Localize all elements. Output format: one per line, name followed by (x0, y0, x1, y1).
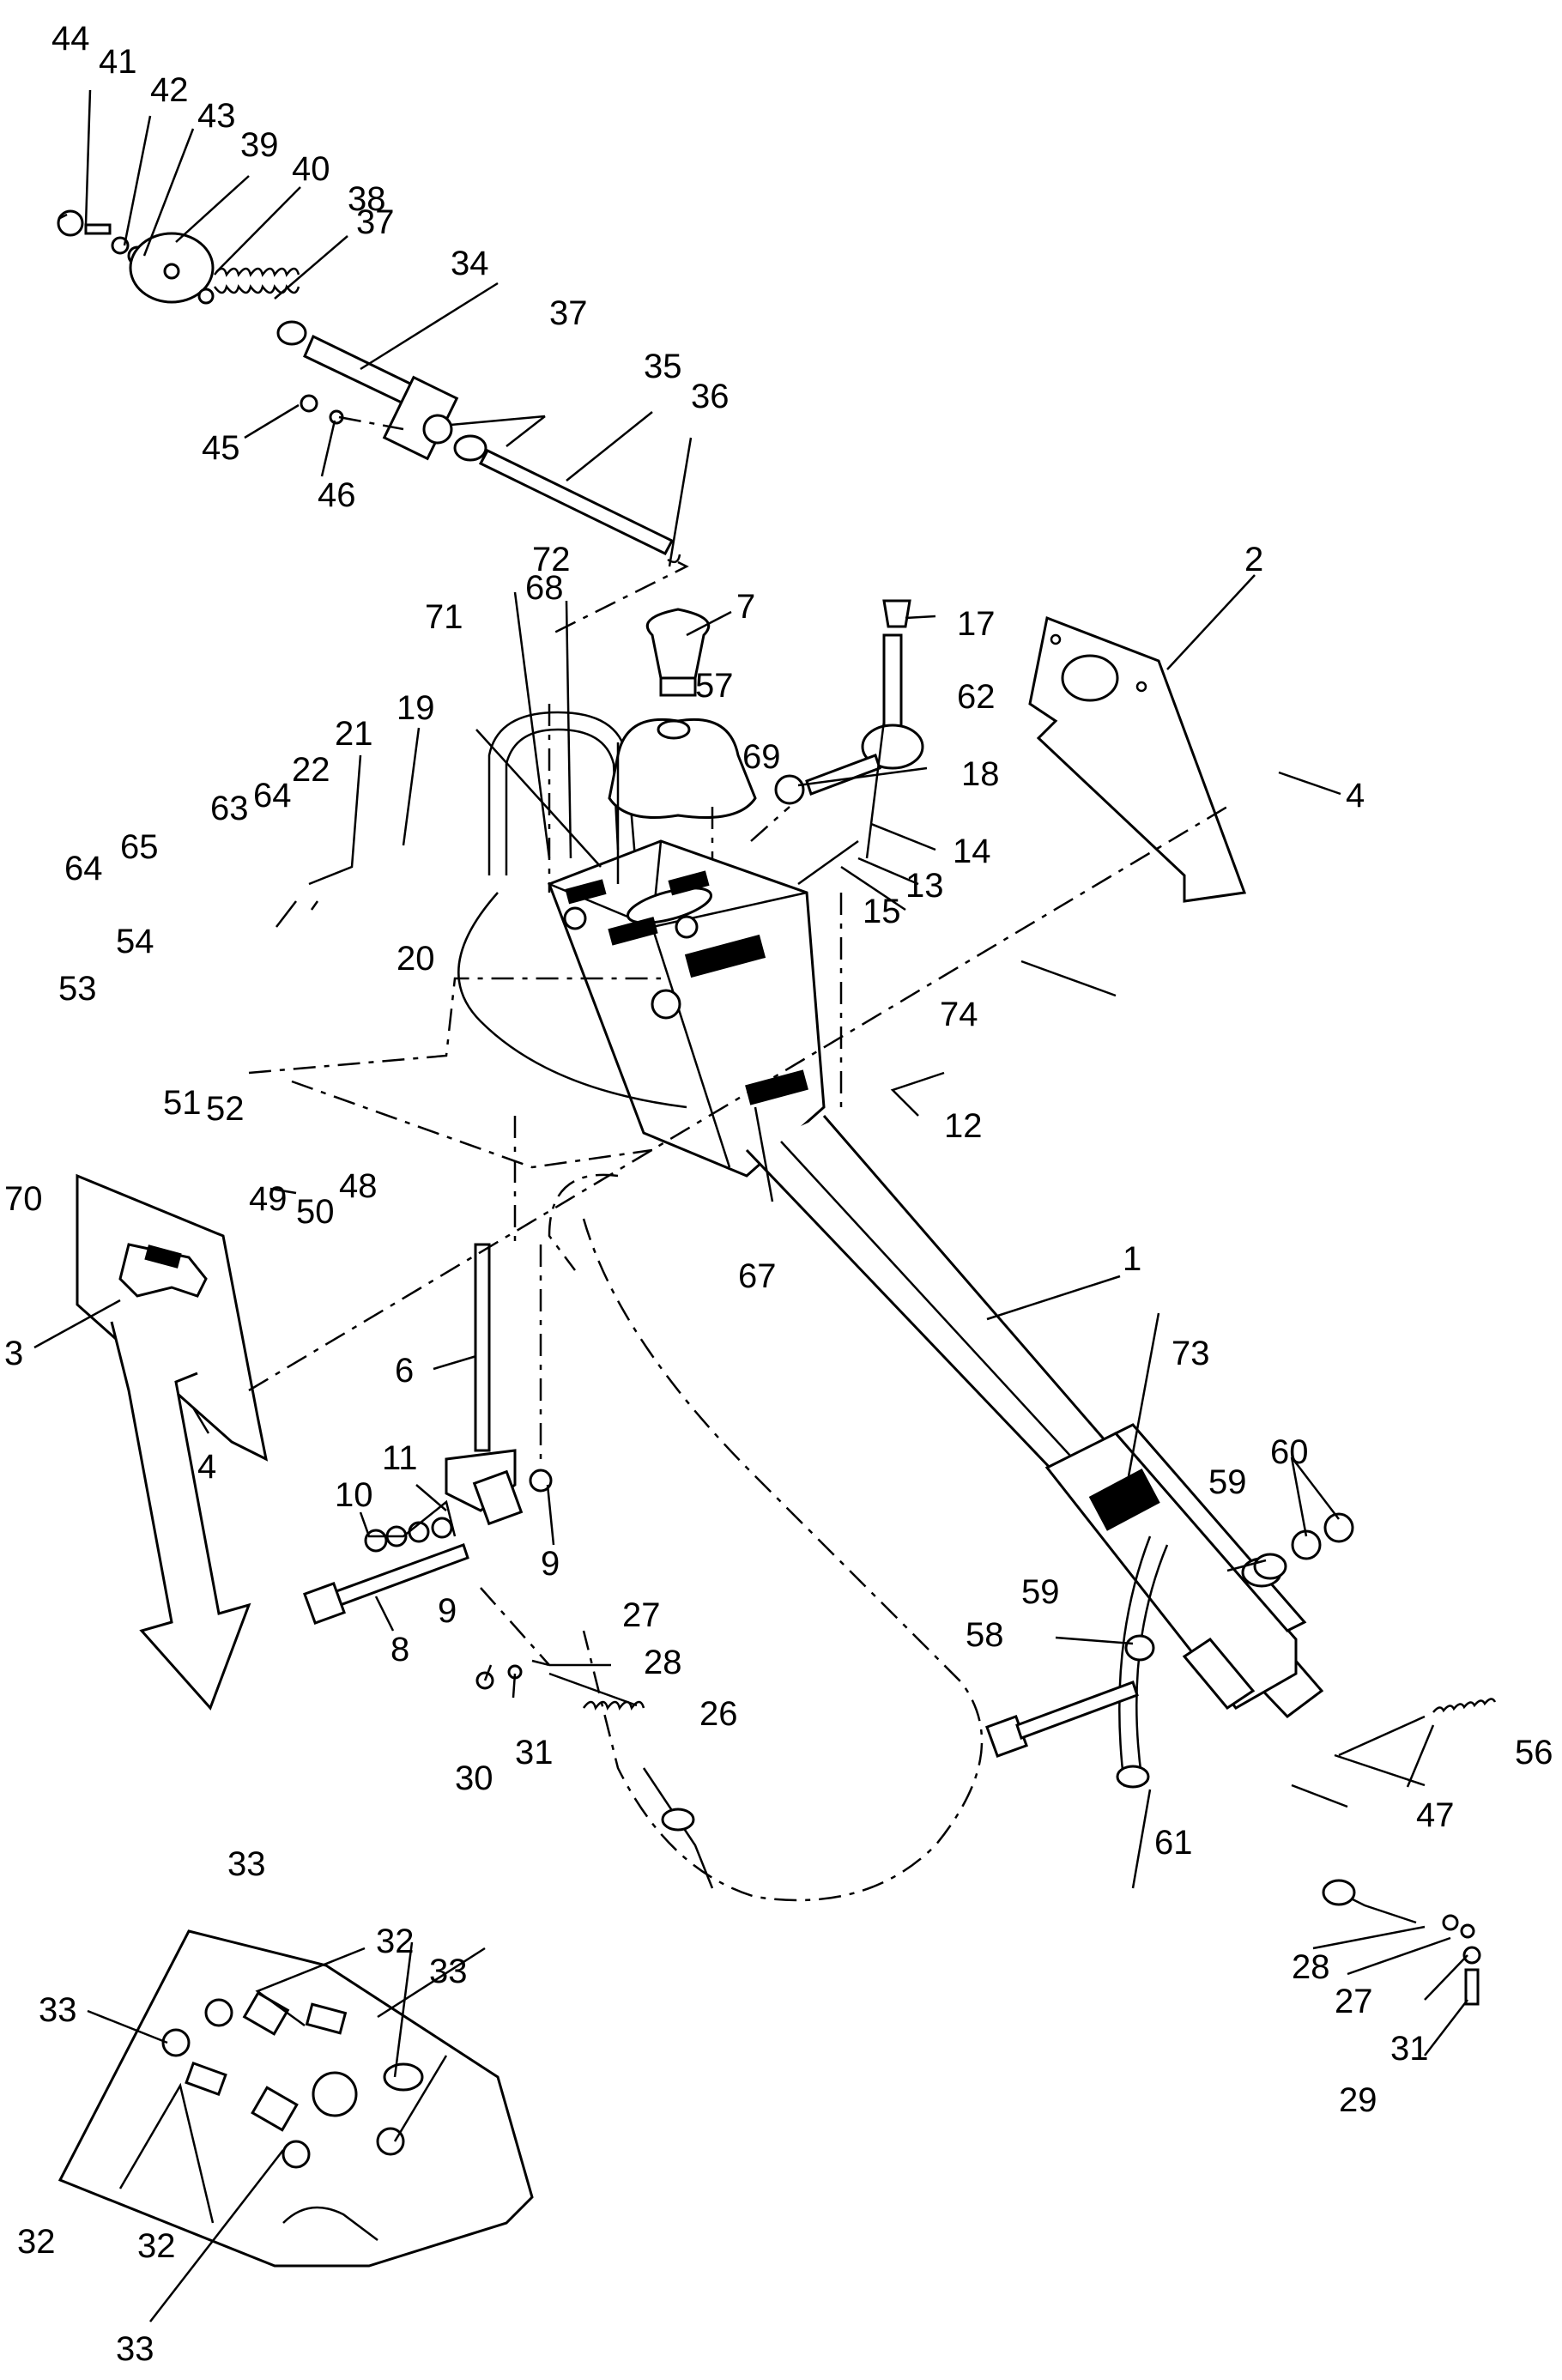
callout-27a: 27 (622, 1596, 661, 1634)
callout-53: 53 (58, 970, 97, 1008)
callout-28b: 28 (1292, 1948, 1330, 1986)
callout-36: 36 (691, 378, 730, 415)
callout-19: 19 (397, 689, 435, 727)
callout-14: 14 (953, 833, 991, 870)
callout-67: 67 (738, 1257, 777, 1295)
callout-4a: 4 (1346, 777, 1365, 815)
callout-32a: 32 (376, 1923, 415, 1960)
callout-64a: 64 (253, 777, 292, 815)
callout-59a: 59 (1208, 1463, 1247, 1501)
callout-52: 52 (206, 1090, 245, 1128)
callout-42: 42 (150, 71, 189, 109)
main-frame-arm (745, 1115, 1324, 1718)
callout-50: 50 (296, 1193, 335, 1231)
callout-47: 47 (1416, 1796, 1455, 1834)
callout-60: 60 (1270, 1433, 1309, 1471)
callout-32c: 32 (17, 2223, 56, 2261)
callout-45: 45 (202, 429, 240, 467)
callout-41: 41 (99, 43, 137, 81)
callout-3: 3 (4, 1335, 23, 1372)
callout-46: 46 (318, 476, 356, 514)
callout-13: 13 (905, 867, 944, 905)
callout-18: 18 (961, 755, 1000, 793)
callout-74: 74 (940, 996, 978, 1033)
callout-34: 34 (451, 245, 489, 282)
callout-56: 56 (1515, 1734, 1553, 1771)
callout-33a: 33 (227, 1845, 266, 1883)
cable-61 (1116, 1535, 1497, 2006)
callout-33c: 33 (39, 1991, 77, 2029)
callout-29: 29 (1339, 2081, 1377, 2119)
callout-33b: 33 (429, 1953, 468, 1990)
callout-37a: 37 (356, 203, 395, 241)
callout-21: 21 (335, 715, 373, 753)
callout-71: 71 (425, 598, 463, 636)
callout-64b: 64 (64, 850, 103, 887)
callout-31a: 31 (515, 1734, 554, 1771)
callout-30: 30 (455, 1759, 493, 1797)
callout-11: 11 (382, 1439, 418, 1477)
callout-72: 72 (532, 541, 571, 578)
callout-17: 17 (957, 605, 996, 643)
callout-68: 68 (525, 569, 564, 607)
callout-37b: 37 (549, 294, 588, 332)
callout-61: 61 (1154, 1824, 1193, 1862)
callout-7: 7 (736, 588, 755, 626)
leader-lines (33, 89, 1468, 2322)
callout-57: 57 (695, 667, 734, 705)
detail-plate (58, 1929, 534, 2268)
shift-knob-boot (608, 608, 757, 819)
callout-26: 26 (699, 1695, 738, 1733)
callout-70: 70 (4, 1180, 43, 1218)
callout-4b: 4 (197, 1448, 216, 1486)
shaft-6-bracket (303, 1243, 553, 1625)
callout-33d: 33 (116, 2330, 154, 2368)
callout-8: 8 (390, 1631, 409, 1668)
bolt-58 (985, 1512, 1354, 1758)
cable-26 (475, 1659, 714, 1889)
callout-51: 51 (163, 1084, 202, 1122)
callout-22: 22 (292, 751, 330, 789)
callout-15: 15 (863, 893, 901, 930)
callout-63: 63 (210, 790, 249, 827)
callout-1: 1 (1123, 1240, 1141, 1278)
callout-labels: 1 2 3 4 4 6 7 8 9 9 10 11 12 13 14 15 17… (4, 20, 1553, 2368)
callout-28a: 28 (644, 1644, 682, 1681)
callout-9b: 9 (541, 1545, 560, 1583)
top-shaft-assembly (57, 209, 689, 637)
callout-20: 20 (397, 940, 435, 978)
callout-48: 48 (339, 1167, 378, 1205)
callout-32b: 32 (137, 2227, 176, 2265)
callout-6: 6 (395, 1352, 414, 1390)
callout-69: 69 (742, 738, 781, 776)
side-plate-3 (76, 1173, 269, 1462)
callout-39: 39 (240, 126, 279, 164)
callout-35: 35 (644, 348, 682, 385)
callout-49: 49 (249, 1180, 288, 1218)
callout-54: 54 (116, 923, 154, 960)
callout-43: 43 (197, 97, 236, 135)
callout-10: 10 (335, 1476, 373, 1514)
callout-65: 65 (120, 828, 159, 866)
callout-31b: 31 (1390, 2030, 1429, 2068)
callout-58: 58 (966, 1616, 1004, 1654)
callout-2: 2 (1244, 541, 1263, 578)
callout-27b: 27 (1335, 1983, 1373, 2020)
callout-73: 73 (1172, 1335, 1210, 1372)
side-plate-2 (1028, 615, 1247, 903)
callout-40: 40 (292, 150, 330, 188)
callout-59b: 59 (1021, 1573, 1060, 1611)
lever-62 (774, 599, 924, 805)
callout-12: 12 (944, 1107, 983, 1145)
control-box (487, 711, 826, 1178)
callout-62: 62 (957, 678, 996, 716)
callout-38: 38 (348, 180, 386, 218)
callout-9a: 9 (438, 1592, 457, 1630)
callout-44: 44 (51, 20, 90, 58)
dashed-outlines (110, 704, 1228, 1902)
